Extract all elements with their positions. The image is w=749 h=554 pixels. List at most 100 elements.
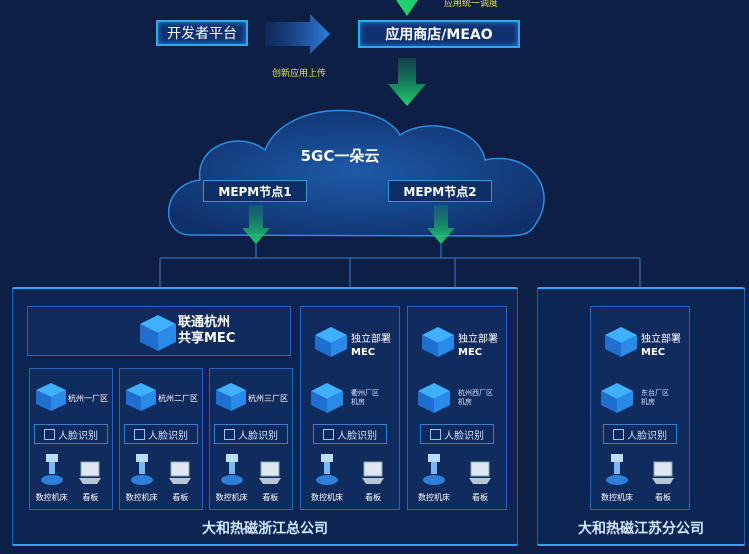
plant-label: 杭州三厂区 (248, 394, 288, 403)
indep-mec-1-line2: MEC (351, 347, 376, 358)
board-label: 看板 (262, 493, 279, 502)
face-recognition-box: 人脸识别 (214, 424, 288, 444)
server-cube-icon (140, 315, 176, 351)
server-stack-icon (311, 383, 343, 413)
face-scan-icon (134, 428, 145, 440)
down-arrow-node2 (427, 205, 455, 244)
face-scan-icon (323, 428, 334, 440)
indep-mec-column-1: 独立部署 MEC 衢州厂区 机房 (300, 306, 400, 510)
app-store-label: 应用商店/MEAO (385, 27, 493, 43)
jiangsu-indep-mec-column: 独立部署 MEC 东台厂区 机房 (590, 306, 690, 510)
down-arrow-cloud (388, 58, 426, 106)
device-row: 数控机床 看板 (590, 452, 690, 508)
cnc-machine-icon (130, 454, 153, 485)
board-label: 看板 (365, 493, 381, 502)
developer-platform-box: 开发者平台 (156, 20, 248, 46)
face-recognition-label: 人脸识别 (337, 430, 377, 442)
face-scan-icon (224, 428, 235, 440)
board-label: 看板 (172, 493, 189, 502)
board-label: 看板 (472, 493, 488, 502)
cnc-machine-icon (220, 454, 243, 485)
cnc-label: 数控机床 (35, 493, 68, 502)
dashboard-monitor-icon (362, 461, 384, 484)
server-cube-icon (315, 327, 347, 357)
mepm-node-2: MEPM节点2 (388, 180, 492, 202)
indep-mec-column-2: 独立部署 MEC 杭州西厂区 机房 (407, 306, 507, 510)
app-store-box: 应用商店/MEAO (358, 20, 520, 48)
dashboard-monitor-icon (469, 461, 491, 484)
server-stack-icon (601, 383, 633, 413)
device-row: 数控机床 看板 (407, 452, 507, 508)
mepm-node-2-label: MEPM节点2 (403, 184, 477, 199)
dashboard-monitor-icon (79, 461, 102, 484)
indep-mec-1-line1: 独立部署 (351, 334, 391, 345)
upload-note: 创新应用上传 (272, 69, 327, 79)
jiangsu-mec-text: 独立部署 MEC (641, 333, 681, 359)
server-stack-icon (36, 383, 66, 411)
indep-mec-2-line1: 独立部署 (458, 334, 498, 345)
indep-mec-1-text: 独立部署 MEC (351, 333, 391, 359)
cnc-machine-icon (606, 454, 628, 485)
jiangsu-mec-line1: 独立部署 (641, 334, 681, 345)
cnc-label: 数控机床 (215, 493, 248, 502)
indep-mec-2-site: 杭州西厂区 机房 (458, 389, 493, 406)
indep-mec-1-site: 衢州厂区 机房 (351, 389, 379, 406)
device-row: 数控机床 看板 (300, 452, 400, 508)
mepm-node-1: MEPM节点1 (203, 180, 307, 202)
cloud-shape (167, 109, 545, 237)
face-recognition-label: 人脸识别 (238, 430, 278, 442)
face-scan-icon (430, 428, 441, 440)
plant-label: 杭州一厂区 (68, 394, 108, 403)
cnc-label: 数控机床 (601, 493, 633, 502)
indep-mec-2-text: 独立部署 MEC (458, 333, 498, 359)
shared-mec-box: 联通杭州 共享MEC (27, 306, 291, 356)
face-recognition-label: 人脸识别 (444, 430, 484, 442)
indep-mec-2-line2: MEC (458, 347, 483, 358)
plant-label: 杭州二厂区 (158, 394, 198, 403)
jiangsu-mec-site: 东台厂区 机房 (641, 389, 669, 406)
face-scan-icon (44, 428, 55, 440)
face-recognition-box: 人脸识别 (124, 424, 198, 444)
connection-lines (159, 244, 641, 306)
jiangsu-panel-border (537, 287, 745, 546)
down-arrow-node1 (242, 205, 270, 244)
cnc-label: 数控机床 (311, 493, 343, 502)
cnc-label: 数控机床 (418, 493, 450, 502)
down-arrow-top (396, 0, 418, 16)
server-stack-icon (418, 383, 450, 413)
zhejiang-company-label: 大和热磁浙江总公司 (202, 521, 328, 537)
shared-mec-line2: 共享MEC (178, 331, 236, 346)
face-recognition-box: 人脸识别 (420, 424, 494, 444)
shared-mec-text: 联通杭州 共享MEC (178, 315, 235, 347)
face-recognition-label: 人脸识别 (627, 430, 667, 442)
face-recognition-label: 人脸识别 (148, 430, 188, 442)
dashboard-monitor-icon (259, 461, 282, 484)
server-stack-icon (126, 383, 156, 411)
shared-mec-line1: 联通杭州 (178, 315, 231, 330)
cnc-label: 数控机床 (125, 493, 158, 502)
face-recognition-box: 人脸识别 (313, 424, 387, 444)
jiangsu-mec-line2: MEC (641, 347, 666, 358)
face-recognition-box: 人脸识别 (34, 424, 108, 444)
mepm-node-1-label: MEPM节点1 (218, 184, 292, 199)
developer-platform-label: 开发者平台 (167, 26, 237, 42)
cloud-title: 5GC一朵云 (300, 147, 380, 165)
right-arrow (265, 14, 330, 54)
dashboard-monitor-icon (652, 461, 674, 484)
zhejiang-panel-border (12, 287, 518, 546)
server-cube-icon (605, 327, 637, 357)
server-stack-icon (216, 383, 246, 411)
board-label: 看板 (82, 493, 99, 502)
board-label: 看板 (655, 493, 671, 502)
cnc-machine-icon (423, 454, 445, 485)
face-recognition-box: 人脸识别 (603, 424, 677, 444)
server-cube-icon (422, 327, 454, 357)
face-scan-icon (613, 428, 624, 440)
device-row: 数控机床 看板 (209, 452, 293, 508)
dispatch-note: 应用统一调度 (444, 0, 499, 9)
cnc-machine-icon (40, 454, 63, 485)
device-row: 数控机床 看板 (29, 452, 113, 508)
device-row: 数控机床 看板 (119, 452, 203, 508)
dashboard-monitor-icon (169, 461, 192, 484)
